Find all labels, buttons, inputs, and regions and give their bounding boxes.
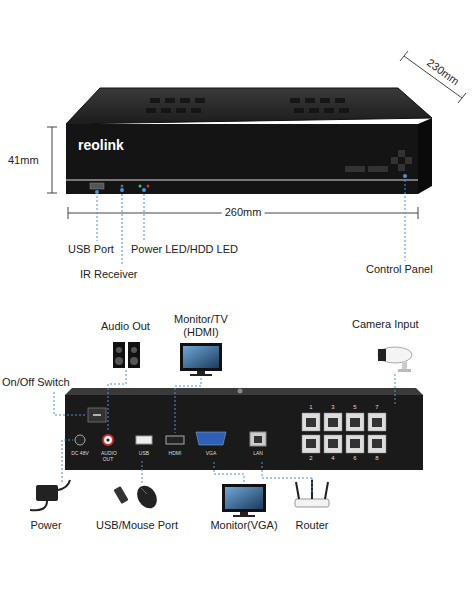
port-number: 6 <box>353 455 356 462</box>
part-label: Power <box>30 519 61 532</box>
port-label: HDMI <box>169 451 182 457</box>
part-label: Router <box>295 519 328 532</box>
port-label: USB <box>139 451 149 457</box>
port-number: 3 <box>331 404 334 411</box>
port-number: 4 <box>331 455 334 462</box>
part-label: Monitor(VGA) <box>210 519 277 532</box>
port-label: VGA <box>206 451 217 457</box>
dimension: 260mm <box>222 206 265 219</box>
part-label: IR Receiver <box>80 268 137 281</box>
port-number: 7 <box>375 404 378 411</box>
part-label: Power LED/HDD LED <box>131 243 238 256</box>
dimension: 41mm <box>8 154 39 167</box>
port-number: 1 <box>309 404 312 411</box>
part-label: USB Port <box>68 243 114 256</box>
port-label: LAN <box>253 451 263 457</box>
port-label: DC 48V <box>71 451 89 457</box>
port-number: 2 <box>309 455 312 462</box>
port-number: 8 <box>375 455 378 462</box>
part-label: Camera Input <box>352 318 419 331</box>
part-label: Monitor/TV (HDMI) <box>170 313 232 338</box>
part-label: USB/Mouse Port <box>96 519 178 532</box>
part-label: Audio Out <box>101 320 150 333</box>
part-label: On/Off Switch <box>2 376 70 389</box>
brand-logo: reolink <box>78 137 124 153</box>
part-label: Control Panel <box>366 263 433 276</box>
port-label: AUDIO OUT <box>101 451 115 463</box>
port-number: 5 <box>353 404 356 411</box>
